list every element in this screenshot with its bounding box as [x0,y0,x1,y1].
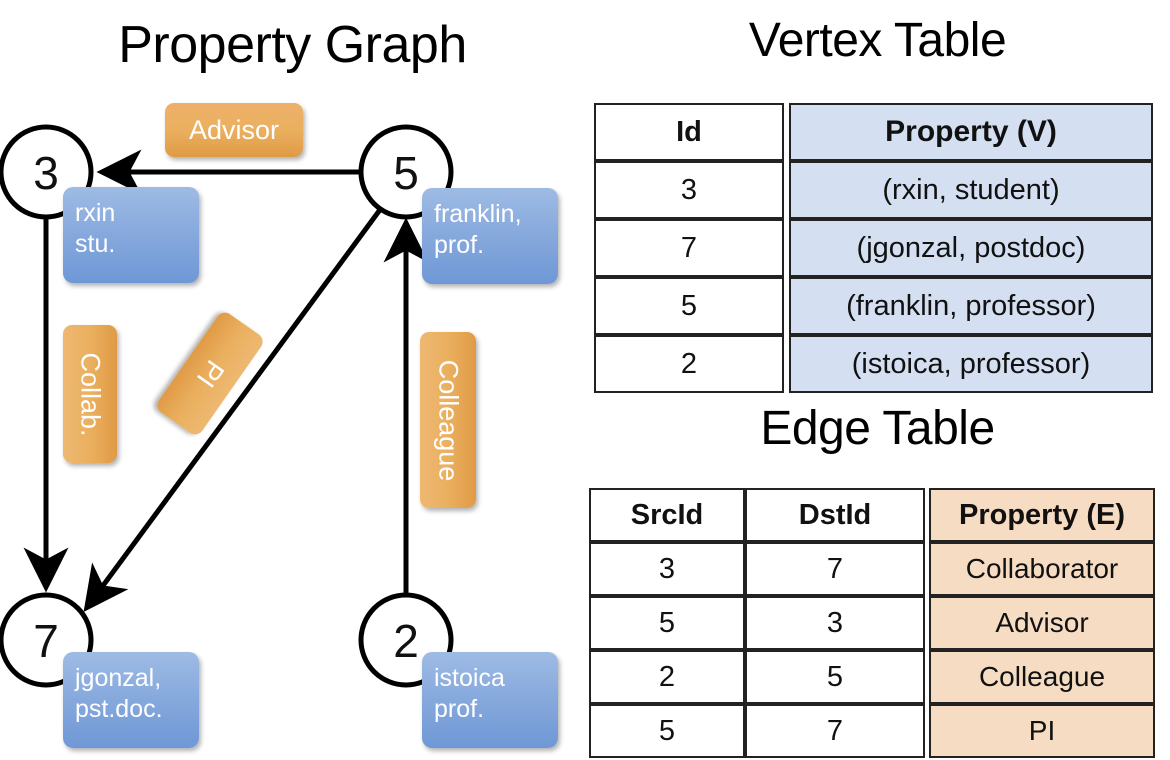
edge-table: SrcId DstId Property (E) 3 7 Collaborato… [589,488,1155,758]
vertex-cell-property: (istoica, professor) [789,335,1153,393]
node-7-property-line1: jgonzal, [75,664,162,692]
vertex-cell-id: 3 [594,161,784,219]
node-5-property-box: franklin, prof. [422,188,558,284]
edge-cell-dstid: 7 [745,704,925,758]
vertex-table-column-gap [784,103,789,161]
node-5-property-line1: franklin, [434,200,522,228]
edge-label-colleague-text: Colleague [433,359,464,481]
table-row: 5 7 PI [589,704,1155,758]
graph-node-3-label: 3 [33,147,59,199]
node-2-property-line2: prof. [434,695,485,723]
edge-label-pi-text: PI [190,354,231,393]
edge-cell-srcid: 5 [589,704,745,758]
edge-table-header-property: Property (E) [929,488,1155,542]
node-3-property-line1: rxin [75,199,116,227]
vertex-cell-property: (jgonzal, postdoc) [789,219,1153,277]
edge-cell-property: PI [929,704,1155,758]
vertex-table-column-gap [784,335,789,393]
edge-table-header-srcid: SrcId [589,488,745,542]
vertex-table-column-gap [784,161,789,219]
table-row: 5 (franklin, professor) [594,277,1153,335]
table-row: 3 7 Collaborator [589,542,1155,596]
table-row: 7 (jgonzal, postdoc) [594,219,1153,277]
edge-label-collab-box: Collab. [63,325,117,463]
node-3-property-box: rxin stu. [63,187,199,283]
edge-cell-srcid: 5 [589,596,745,650]
node-2-property-box: istoica prof. [422,652,558,748]
vertex-table-column-gap [784,219,789,277]
vertex-cell-id: 2 [594,335,784,393]
table-row: 2 (istoica, professor) [594,335,1153,393]
node-7-property-line2: pst.doc. [75,695,163,723]
edge-table-header-row: SrcId DstId Property (E) [589,488,1155,542]
graph-node-7-label: 7 [33,615,59,667]
vertex-table-header-row: Id Property (V) [594,103,1153,161]
page-title-edge-table: Edge Table [760,402,995,455]
edge-label-colleague-box: Colleague [420,332,476,508]
node-3-property-line2: stu. [75,230,116,258]
vertex-table-header-property: Property (V) [789,103,1153,161]
edge-label-advisor-text: Advisor [188,114,280,145]
table-row: 3 (rxin, student) [594,161,1153,219]
page-title-vertex-table: Vertex Table [748,14,1007,67]
page-title-property-graph: Property Graph [118,16,467,74]
edge-label-collab-text: Collab. [75,351,106,437]
graph-node-5-label: 5 [393,147,419,199]
vertex-cell-id: 5 [594,277,784,335]
edge-cell-property: Advisor [929,596,1155,650]
node-2-property-line1: istoica [434,664,505,692]
edge-cell-property: Collaborator [929,542,1155,596]
edge-cell-srcid: 3 [589,542,745,596]
vertex-cell-id: 7 [594,219,784,277]
vertex-table-column-gap [784,277,789,335]
edge-5-to-7-pi [83,205,385,613]
edge-cell-dstid: 5 [745,650,925,704]
edge-table-header-dstid: DstId [745,488,925,542]
node-5-property-line2: prof. [434,231,485,259]
edge-cell-property: Colleague [929,650,1155,704]
node-7-property-box: jgonzal, pst.doc. [63,652,199,748]
edge-cell-srcid: 2 [589,650,745,704]
table-row: 2 5 Colleague [589,650,1155,704]
graph-node-2-label: 2 [393,615,419,667]
edge-table-column-gap [925,704,929,758]
edge-cell-dstid: 7 [745,542,925,596]
vertex-table: Id Property (V) 3 (rxin, student) 7 (jgo… [594,103,1153,393]
edge-table-column-gap [925,596,929,650]
edge-cell-dstid: 3 [745,596,925,650]
vertex-table-header-id: Id [594,103,784,161]
edge-table-column-gap [925,488,929,542]
edge-table-column-gap [925,542,929,596]
table-row: 5 3 Advisor [589,596,1155,650]
edge-table-column-gap [925,650,929,704]
edge-label-advisor-box: Advisor [165,103,303,157]
vertex-cell-property: (franklin, professor) [789,277,1153,335]
vertex-cell-property: (rxin, student) [789,161,1153,219]
property-graph-diagram: 3 5 7 2 rxin stu. franklin, prof. jgonza… [0,85,585,760]
